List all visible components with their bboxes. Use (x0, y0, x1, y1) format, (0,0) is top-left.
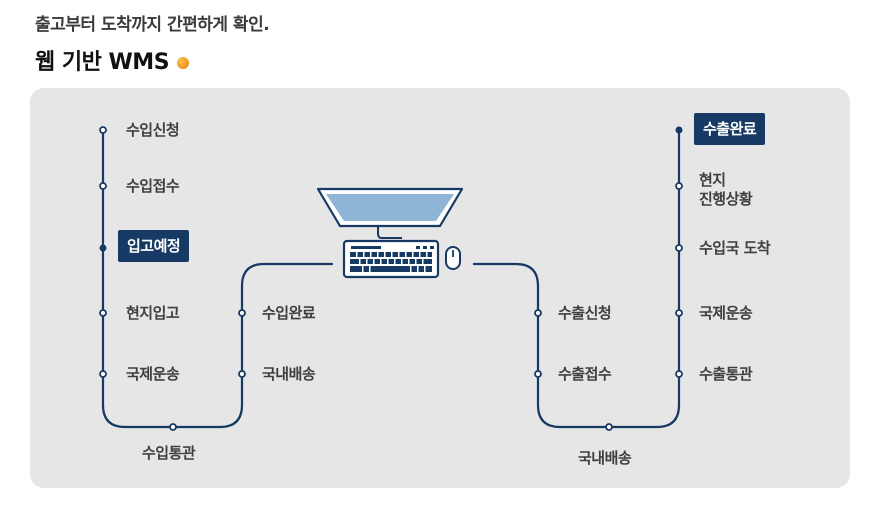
node-import-complete (238, 309, 246, 317)
label-import-receipt: 수입접수 (126, 177, 180, 195)
highlight-export-complete: 수출완료 (694, 113, 766, 145)
node-import-expected (99, 244, 107, 252)
label-import-complete: 수입완료 (262, 304, 316, 322)
keyboard-icon (342, 239, 440, 279)
node-export-complete (675, 126, 683, 134)
label-local-warehousing: 현지입고 (126, 304, 180, 322)
label-export-apply: 수출신청 (558, 304, 612, 322)
node-export-receipt (534, 370, 542, 378)
node-domestic-delivery-export (605, 423, 613, 431)
node-import-customs (169, 423, 177, 431)
import-route-line (101, 128, 334, 429)
node-export-customs (675, 370, 683, 378)
mouse-icon (445, 246, 461, 270)
node-export-apply (534, 309, 542, 317)
node-import-receipt (99, 182, 107, 190)
label-intl-shipping-export: 국제운송 (699, 304, 753, 322)
diagram-panel (30, 88, 850, 488)
page-title: 웹 기반 WMS (35, 44, 190, 76)
label-domestic-delivery-export: 국내배송 (578, 449, 632, 467)
label-import-customs: 수입통관 (142, 444, 196, 462)
node-intl-shipping-import (99, 370, 107, 378)
page-title-text: 웹 기반 WMS (35, 50, 170, 75)
node-intl-shipping-export (675, 309, 683, 317)
label-export-receipt: 수출접수 (558, 365, 612, 383)
node-import-apply (99, 126, 107, 134)
computer-monitor-icon (316, 187, 464, 239)
label-domestic-delivery-import: 국내배송 (262, 365, 316, 383)
node-local-warehousing (99, 309, 107, 317)
label-import-apply: 수입신청 (126, 121, 180, 139)
highlight-import-expected: 입고예정 (118, 230, 190, 262)
page-subtitle: 출고부터 도착까지 간편하게 확인. (35, 15, 270, 35)
export-route-line (472, 128, 681, 429)
node-local-progress (675, 182, 683, 190)
node-domestic-delivery-import (238, 370, 246, 378)
label-intl-shipping-import: 국제운송 (126, 365, 180, 383)
label-arrival: 수입국 도착 (699, 239, 771, 257)
label-export-customs: 수출통관 (699, 365, 753, 383)
orange-dot-icon (177, 57, 190, 69)
node-arrival (675, 244, 683, 252)
label-local-progress: 현지 진행상황 (699, 171, 753, 208)
